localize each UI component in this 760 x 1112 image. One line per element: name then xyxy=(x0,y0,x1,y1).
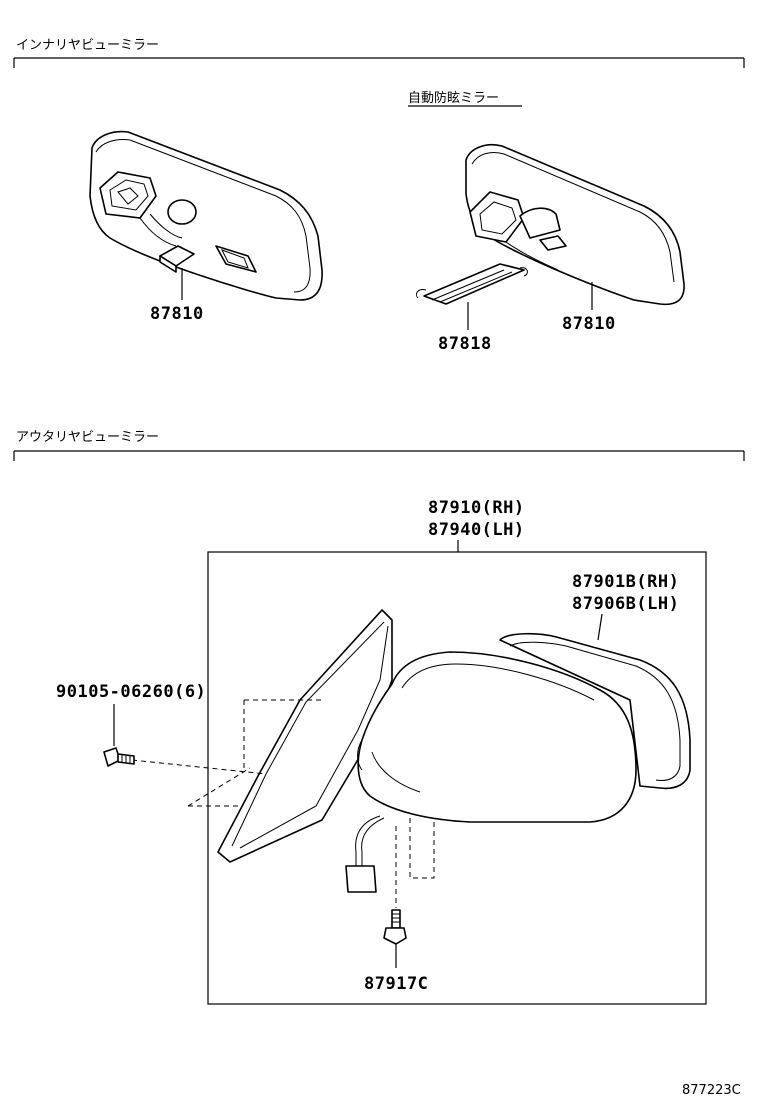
illustration-id: 877223C xyxy=(682,1083,741,1098)
assembly-box xyxy=(207,551,707,1005)
part-number-bottom-screw: 87917C xyxy=(364,974,428,994)
mirror-housing xyxy=(357,651,637,823)
clip-87818 xyxy=(415,263,528,305)
part-number-glass-lh: 87906B(LH) xyxy=(572,594,679,614)
part-number-left-mirror: 87810 xyxy=(150,304,204,324)
mirror-base xyxy=(217,609,393,863)
part-number-screw: 90105-06260(6) xyxy=(56,682,206,702)
part-number-right-mirror: 87810 xyxy=(562,314,616,334)
part-number-assembly-rh: 87910(RH) xyxy=(428,498,525,518)
inner-mirror-right xyxy=(465,144,685,306)
leader-glass xyxy=(597,613,603,641)
part-number-glass-rh: 87901B(RH) xyxy=(572,572,679,592)
auto-dimming-label: 自動防眩ミラー xyxy=(408,90,499,106)
hidden-lines xyxy=(131,699,435,908)
mirror-glass xyxy=(499,632,691,790)
wire-connector xyxy=(345,815,385,893)
part-number-assembly-lh: 87940(LH) xyxy=(428,520,525,540)
screw-bottom xyxy=(383,909,407,945)
section-title-inner: インナリヤビューミラー xyxy=(16,38,159,53)
part-number-clip: 87818 xyxy=(438,334,492,354)
section-title-outer: アウタリヤビューミラー xyxy=(16,430,159,445)
inner-mirror-left xyxy=(89,130,323,301)
section-divider-inner xyxy=(13,57,745,68)
screw-side xyxy=(103,747,135,767)
section-divider-outer xyxy=(13,450,745,461)
